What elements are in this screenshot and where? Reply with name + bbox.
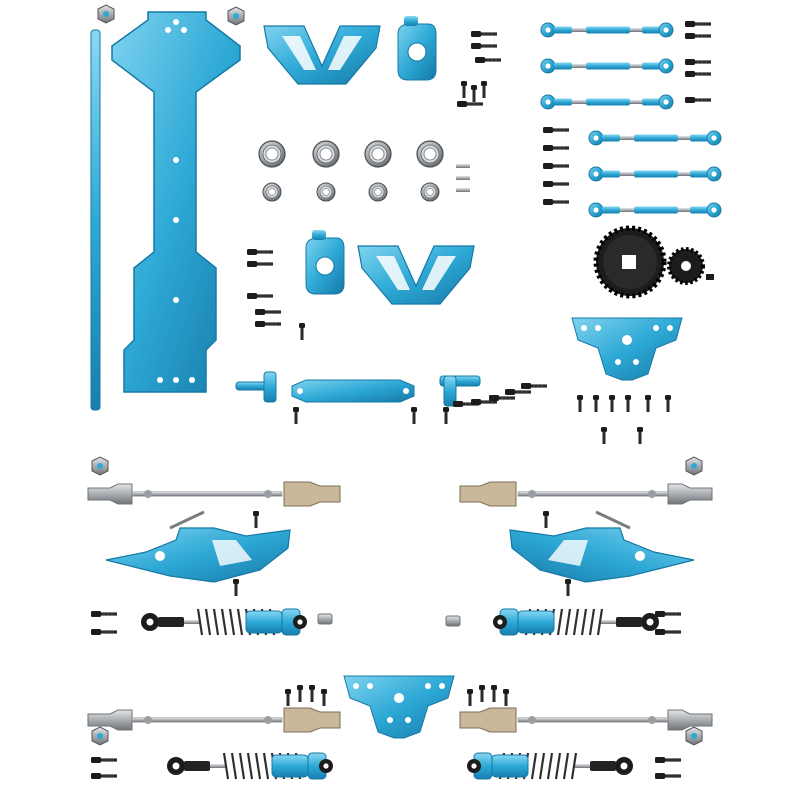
steering-linkage-icon: [235, 371, 481, 407]
pin-icon: [169, 510, 631, 530]
a-arm-icon: [263, 25, 381, 85]
oil-shock-icon: [491, 607, 661, 637]
a-arm-icon: [105, 527, 291, 583]
pin-icon: [456, 164, 470, 192]
oil-shock-icon: [165, 751, 335, 781]
screw-group: [577, 395, 671, 444]
long-rod: [90, 29, 101, 411]
a-arm-icon: [357, 245, 475, 305]
chassis-plate: [111, 11, 241, 393]
shock-tower-icon: [571, 317, 683, 381]
oil-shock-icon: [465, 751, 635, 781]
turnbuckle-link-icon: [540, 22, 722, 218]
cvd-shaft-icon: [87, 707, 341, 733]
shock-tower-icon: [343, 675, 455, 739]
a-arm-icon: [509, 527, 695, 583]
bearing-icon: [258, 140, 444, 202]
pinion-gear-icon: [667, 247, 714, 285]
oil-shock-icon: [139, 607, 309, 637]
cvd-shaft-icon: [459, 707, 713, 733]
spur-gear-icon: [593, 225, 667, 299]
screw-group: [542, 20, 712, 206]
pin-icon: [317, 613, 461, 627]
cvd-shaft-icon: [459, 481, 713, 507]
cvd-shaft-icon: [87, 481, 341, 507]
